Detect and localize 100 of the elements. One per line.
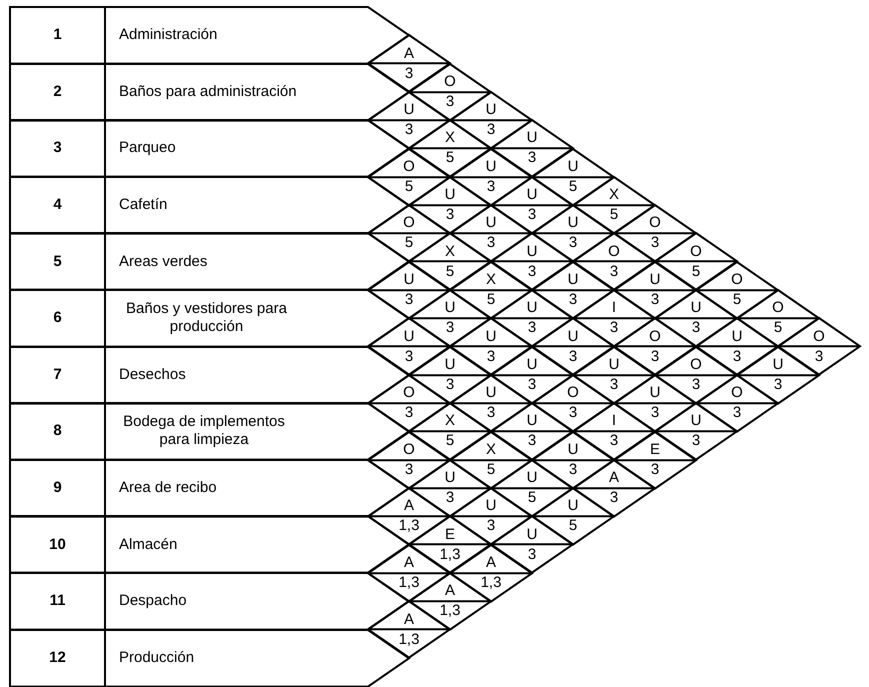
department-name: Baños y vestidores para producción [125,300,288,336]
reason-code: 3 [444,489,456,508]
reason-code: 1,3 [398,630,420,649]
closeness-code: I [610,412,618,430]
reason-code: 3 [608,319,620,338]
reason-code: 5 [404,178,414,196]
closeness-code: U [690,412,702,430]
closeness-code: O [730,270,744,289]
reason-code: 5 [568,517,578,536]
closeness-code: X [484,270,497,289]
closeness-code: O [812,328,826,346]
closeness-code: U [444,299,456,318]
row-number: 7 [52,366,63,384]
closeness-code: O [730,384,744,402]
closeness-code: X [444,242,456,261]
closeness-code: U [648,384,662,402]
closeness-code: U [772,356,784,374]
reason-code: 3 [650,234,660,252]
closeness-code: U [566,440,580,459]
reason-code: 3 [526,149,538,168]
reason-code: 3 [444,376,456,394]
reason-code: 3 [486,404,496,422]
closeness-code: U [484,497,498,516]
closeness-code: O [402,158,416,176]
reason-code: 3 [486,121,496,140]
reason-code: 3 [404,348,414,366]
reason-code: 3 [526,206,538,224]
closeness-code: U [526,299,538,318]
closeness-code: U [484,158,498,176]
closeness-code: O [443,72,457,91]
reason-code: 3 [486,178,496,196]
reason-code: 5 [732,290,742,309]
reason-code: 3 [690,376,702,394]
closeness-code: U [526,412,538,430]
closeness-code: U [730,328,744,346]
reason-code: 5 [526,489,538,508]
reason-code: 3 [444,206,456,224]
row-number: 5 [52,252,63,271]
reason-code: 3 [650,348,660,366]
closeness-code: U [484,328,498,346]
reason-code: 5 [486,290,496,309]
department-name: Bodega de implementos para limpieza [122,413,286,450]
reason-code: 1,3 [480,574,502,592]
closeness-code: U [566,214,580,232]
closeness-code: O [648,214,662,232]
closeness-code: U [608,356,620,374]
reason-code: 3 [732,404,742,422]
department-name: Areas verdes [119,252,208,271]
closeness-code: U [484,101,498,120]
closeness-code: O [402,384,416,402]
reason-code: 3 [486,348,496,366]
closeness-code: U [526,356,538,374]
row-number: 12 [48,648,67,667]
reason-code: 3 [650,290,660,309]
reason-code: 3 [608,489,620,508]
closeness-code: U [444,469,456,488]
closeness-code: U [526,186,538,204]
reason-code: 5 [444,149,456,168]
reason-code: 5 [486,460,496,479]
closeness-code: U [444,186,456,204]
reason-code: 3 [608,376,620,394]
reason-code: 3 [526,546,538,564]
closeness-code: A [402,44,415,63]
closeness-code: X [444,129,456,148]
reason-code: 3 [608,432,620,450]
reason-code: 3 [568,460,578,479]
closeness-code: X [608,186,620,204]
closeness-code: U [484,214,498,232]
closeness-code: O [566,384,580,402]
department-name: Producción [119,648,194,667]
reason-code: 3 [650,404,660,422]
closeness-code: U [566,158,580,176]
reason-code: 5 [690,262,702,281]
department-name: Almacén [119,536,178,554]
closeness-code: O [771,299,785,318]
reason-code: 3 [404,64,414,83]
reason-code: 3 [444,92,456,111]
row-number: 10 [48,536,67,554]
reason-code: 3 [486,517,496,536]
department-name: Area de recibo [119,479,217,498]
closeness-code: X [484,440,497,459]
department-name: Baños para administración [119,82,297,101]
department-name: Administración [119,26,218,44]
reason-code: 3 [814,348,824,366]
closeness-code: U [526,129,538,148]
reason-code: 3 [568,348,578,366]
closeness-code: U [402,328,416,346]
reason-code: 5 [608,206,620,224]
row-number: 1 [52,26,63,44]
reason-code: 1,3 [438,546,462,564]
reason-code: 3 [690,432,702,450]
closeness-code: U [566,497,580,516]
reason-code: 1,3 [398,574,420,592]
row-number: 4 [52,196,63,214]
closeness-code: U [566,328,580,346]
reason-code: 3 [444,319,456,338]
reason-code: 3 [404,460,414,479]
department-name: Cafetín [119,196,168,214]
closeness-code: U [444,356,456,374]
row-number: 2 [52,82,63,101]
